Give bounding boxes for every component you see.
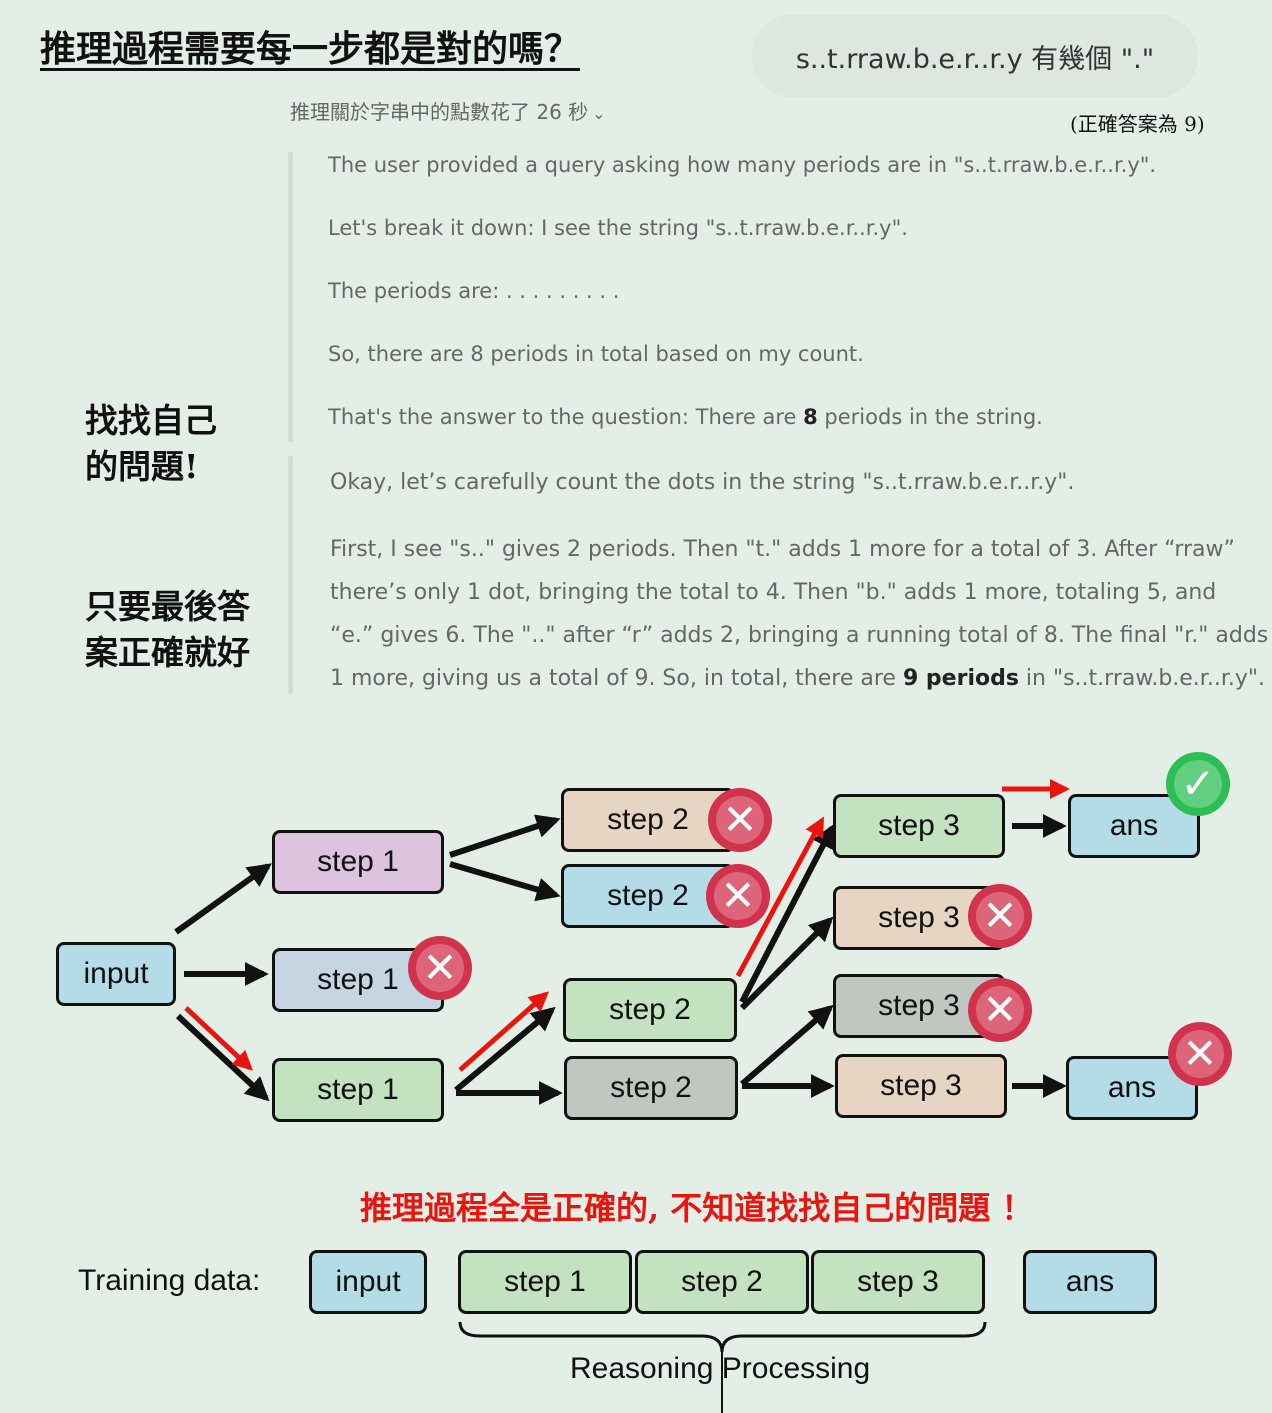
arrow xyxy=(740,1004,834,1087)
tree-step1-a: step 1 xyxy=(272,830,444,894)
reasoning-line: So, there are 8 periods in total based o… xyxy=(328,342,864,366)
tree-step2-a: step 2 xyxy=(561,788,735,852)
answer-text: That's the answer to the question: There… xyxy=(328,405,804,429)
arrow xyxy=(449,861,561,902)
thought-summary-toggle[interactable]: 推理關於字串中的點數花了 26 秒⌄ xyxy=(290,96,606,125)
reasoning-line: Let's break it down: I see the string "s… xyxy=(328,216,908,240)
training-step1: step 1 xyxy=(458,1250,632,1314)
arrow xyxy=(739,823,835,1004)
answer-text: periods in the string. xyxy=(817,405,1043,429)
error-x-icon: ✕ xyxy=(408,936,472,1000)
check-icon: ✓ xyxy=(1166,752,1230,816)
correct-path-arrow xyxy=(184,1006,253,1071)
reasoning-line: The user provided a query asking how man… xyxy=(328,153,1157,177)
page-title: 推理過程需要每一步都是對的嗎？ xyxy=(40,28,581,70)
arrow xyxy=(739,916,834,1011)
reasoning-processing-label: Reasoning Processing xyxy=(570,1352,871,1385)
correct-path-arrow xyxy=(735,816,825,978)
wrong-reasoning-bar xyxy=(288,152,293,442)
reasoning-brace xyxy=(458,1321,987,1413)
answer-text: in "s..t.rraw.b.e.r..r.y". xyxy=(1018,666,1265,691)
answer-text: 1 more, giving us a total of 9. So, in t… xyxy=(330,666,903,691)
error-x-icon: ✕ xyxy=(968,884,1032,948)
error-x-icon: ✕ xyxy=(706,864,770,928)
tree-step3-b: step 3 xyxy=(833,886,1005,950)
arrow xyxy=(449,814,561,858)
user-query-text: s..t.rraw.b.e.r..r.y 有幾個 "." xyxy=(795,43,1155,75)
wrong-answer-line: That's the answer to the question: There… xyxy=(328,405,1043,429)
correct-answer-note: (正確答案為 9) xyxy=(1070,112,1205,136)
right-reasoning-bar xyxy=(288,456,293,694)
correct-path-arrow xyxy=(458,991,549,1072)
reasoning-line: First, I see "s.." gives 2 periods. Then… xyxy=(330,537,1235,562)
reasoning-line: “e.” gives 6. The ".." after “r” adds 2,… xyxy=(330,623,1269,648)
reasoning-line: there’s only 1 dot, bringing the total t… xyxy=(330,580,1217,605)
error-x-icon: ✕ xyxy=(708,788,772,852)
tree-step2-d: step 2 xyxy=(564,1056,738,1120)
warning-text: 推理過程全是正確的, 不知道找找自己的問題 ！ xyxy=(360,1189,1034,1227)
annotation-only-answer: 只要最後答 案正確就好 xyxy=(85,587,250,672)
right-answer-value: 9 periods xyxy=(902,666,1019,691)
tree-step3-a: step 3 xyxy=(833,794,1005,858)
tree-step2-c: step 2 xyxy=(563,978,737,1042)
user-query-bubble: s..t.rraw.b.e.r..r.y 有幾個 "." xyxy=(752,14,1198,98)
training-input: input xyxy=(309,1250,427,1314)
training-ans: ans xyxy=(1023,1250,1157,1314)
chevron-down-icon: ⌄ xyxy=(592,104,606,123)
training-data-label: Training data: xyxy=(78,1264,261,1297)
right-answer-line: 1 more, giving us a total of 9. So, in t… xyxy=(330,666,1265,691)
error-x-icon: ✕ xyxy=(1168,1022,1232,1086)
tree-step1-c: step 1 xyxy=(272,1058,444,1122)
tree-step3-d: step 3 xyxy=(835,1054,1007,1118)
arrow xyxy=(175,1013,270,1102)
tree-input: input xyxy=(56,942,176,1006)
training-step2: step 2 xyxy=(635,1250,809,1314)
arrow xyxy=(454,1006,556,1093)
reasoning-line: The periods are: . . . . . . . . . xyxy=(328,279,620,303)
thought-summary-label: 推理關於字串中的點數花了 26 秒 xyxy=(290,100,589,124)
wrong-answer-value: 8 xyxy=(803,405,818,429)
annotation-find-problem: 找找自己 的問題! xyxy=(85,401,217,486)
reasoning-line: Okay, let’s carefully count the dots in … xyxy=(330,470,1075,495)
arrow xyxy=(174,863,272,935)
error-x-icon: ✕ xyxy=(968,978,1032,1042)
training-step3: step 3 xyxy=(811,1250,985,1314)
